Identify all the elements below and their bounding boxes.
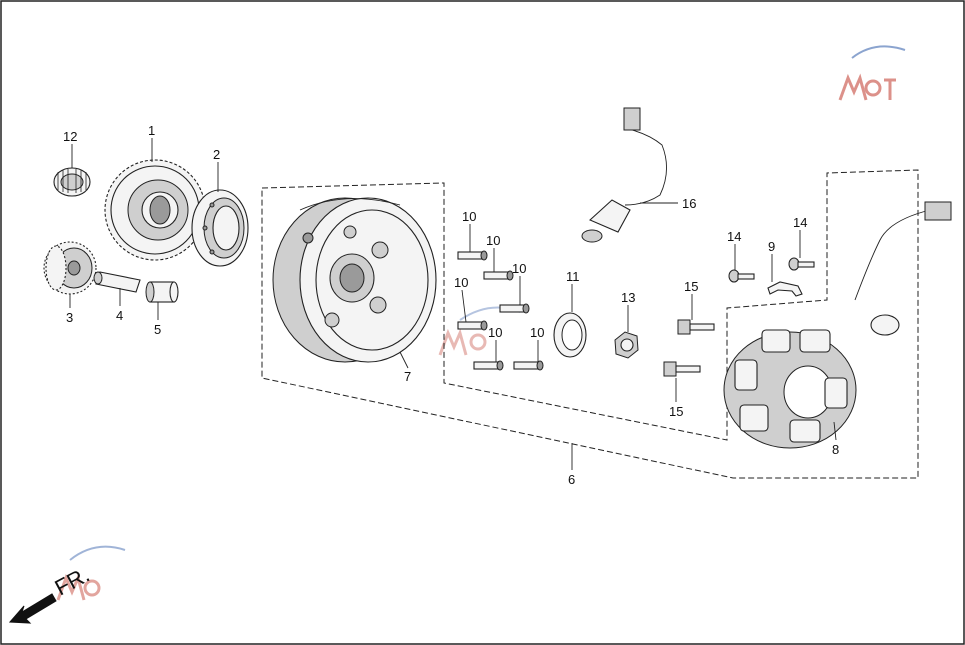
watermark-logo-bottom-left (56, 545, 126, 601)
callout-10-f: 10 (530, 325, 544, 340)
needle-bearing-12 (53, 167, 91, 197)
callout-11: 11 (566, 269, 580, 284)
watermark-logo-center (438, 306, 521, 356)
washer-11 (553, 312, 587, 358)
flywheel-rotor-7 (272, 197, 437, 363)
callout-16: 16 (682, 196, 696, 211)
one-way-clutch-2 (191, 189, 249, 267)
bushing-5 (145, 281, 179, 303)
bolt-10-b (483, 270, 514, 281)
callout-14-b: 14 (793, 215, 807, 230)
bolt-10-d (457, 320, 488, 331)
callout-12: 12 (63, 129, 77, 144)
pulser-sensor-16 (581, 107, 667, 243)
callout-1: 1 (148, 123, 155, 138)
assembly-outline-6 (261, 169, 919, 479)
clamp-9 (767, 281, 803, 297)
callout-6: 6 (568, 472, 575, 487)
callout-2: 2 (213, 147, 220, 162)
shaft-4 (93, 271, 141, 293)
screw-14-a (728, 269, 755, 283)
callout-8: 8 (832, 442, 839, 457)
callout-10-d: 10 (454, 275, 468, 290)
callout-3: 3 (66, 310, 73, 325)
bolt-15-b (663, 361, 701, 377)
callout-numbers: 12 1 2 3 4 5 6 7 8 9 10 10 10 10 10 10 1… (63, 123, 839, 487)
screw-14-b (788, 257, 815, 271)
reduction-gear-3 (43, 241, 97, 295)
watermark-logo-top-right (838, 45, 906, 101)
bolt-15-a (677, 319, 715, 335)
callout-10-a: 10 (462, 209, 476, 224)
callout-5: 5 (154, 322, 161, 337)
callout-4: 4 (116, 308, 123, 323)
callout-14-a: 14 (727, 229, 741, 244)
callout-10-c: 10 (512, 261, 526, 276)
callout-10-b: 10 (486, 233, 500, 248)
stator-8 (723, 201, 952, 449)
callout-13: 13 (621, 290, 635, 305)
callout-9: 9 (768, 239, 775, 254)
callout-7: 7 (404, 369, 411, 384)
nut-13 (614, 331, 639, 359)
callout-10-e: 10 (488, 325, 502, 340)
bolt-10-a (457, 250, 488, 261)
front-arrow-icon (8, 593, 57, 624)
callout-15-b: 15 (669, 404, 683, 419)
leader-lines (69, 138, 837, 470)
bolt-10-e (473, 360, 504, 371)
bolt-10-c (499, 303, 530, 314)
starter-driven-gear-1 (104, 159, 206, 261)
bolt-10-f (513, 360, 544, 371)
callout-15-a: 15 (684, 279, 698, 294)
